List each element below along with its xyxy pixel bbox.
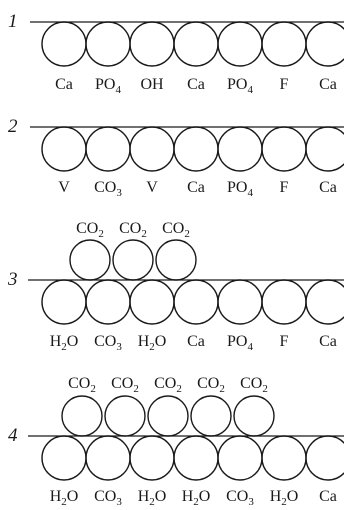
lattice-site	[41, 435, 87, 481]
lattice-label: V	[58, 179, 70, 196]
lattice-label: H2O	[50, 488, 79, 508]
lattice-label: H2O	[270, 488, 299, 508]
adsorbed-molecule	[147, 395, 189, 437]
adsorbed-molecule	[190, 395, 232, 437]
adsorbed-label: CO2	[162, 220, 190, 240]
lattice-label: Ca	[319, 179, 337, 196]
lattice-site	[305, 21, 344, 67]
adsorbed-label: CO2	[197, 375, 225, 395]
lattice-site	[129, 21, 175, 67]
adsorbed-label: CO2	[119, 220, 147, 240]
adsorbed-molecule	[104, 395, 146, 437]
lattice-site	[217, 435, 263, 481]
adsorbed-molecule	[61, 395, 103, 437]
lattice-site	[85, 126, 131, 172]
lattice-label: Ca	[187, 333, 205, 350]
lattice-label: F	[280, 76, 289, 93]
lattice-site	[129, 435, 175, 481]
lattice-site	[85, 435, 131, 481]
lattice-site	[217, 21, 263, 67]
adsorbed-label: CO2	[68, 375, 96, 395]
lattice-site	[173, 126, 219, 172]
lattice-label: Ca	[187, 76, 205, 93]
lattice-label: CO3	[226, 488, 254, 508]
lattice-label: CO3	[94, 488, 122, 508]
lattice-label: CO3	[94, 179, 122, 199]
lattice-label: V	[146, 179, 158, 196]
lattice-site	[41, 279, 87, 325]
lattice-site	[261, 21, 307, 67]
lattice-site	[85, 21, 131, 67]
lattice-label: Ca	[319, 488, 337, 505]
lattice-site	[85, 279, 131, 325]
lattice-site	[305, 435, 344, 481]
lattice-label: Ca	[55, 76, 73, 93]
lattice-site	[173, 21, 219, 67]
adsorbed-molecule	[233, 395, 275, 437]
lattice-label: H2O	[50, 333, 79, 353]
lattice-site	[261, 435, 307, 481]
row-2: 2V CO3 V Ca PO4 F Ca	[8, 116, 344, 199]
adsorbed-label: CO2	[111, 375, 139, 395]
lattice-site	[305, 279, 344, 325]
lattice-label: PO4	[227, 76, 253, 96]
lattice-label: Ca	[319, 76, 337, 93]
lattice-label: F	[280, 179, 289, 196]
adsorbed-molecule	[155, 239, 197, 281]
adsorbed-molecule	[112, 239, 154, 281]
adsorbed-molecule	[69, 239, 111, 281]
lattice-label: Ca	[187, 179, 205, 196]
row-number: 3	[7, 269, 18, 290]
row-number: 1	[8, 11, 18, 32]
lattice-label: H2O	[182, 488, 211, 508]
lattice-label: PO4	[227, 179, 253, 199]
lattice-site	[261, 279, 307, 325]
lattice-label: F	[280, 333, 289, 350]
lattice-site	[129, 126, 175, 172]
adsorbed-label: CO2	[76, 220, 104, 240]
row-1: 1Ca PO4 OH Ca PO4 F Ca	[8, 11, 344, 96]
lattice-site	[129, 279, 175, 325]
lattice-site	[173, 279, 219, 325]
row-number: 4	[8, 425, 18, 446]
lattice-label: PO4	[95, 76, 121, 96]
lattice-site	[305, 126, 344, 172]
lattice-site	[41, 21, 87, 67]
lattice-site	[261, 126, 307, 172]
row-number: 2	[8, 116, 18, 137]
lattice-site	[217, 279, 263, 325]
lattice-label: OH	[140, 76, 164, 93]
lattice-label: Ca	[319, 333, 337, 350]
adsorbed-label: CO2	[154, 375, 182, 395]
lattice-site	[41, 126, 87, 172]
adsorbed-label: CO2	[240, 375, 268, 395]
lattice-site	[217, 126, 263, 172]
lattice-label: H2O	[138, 488, 167, 508]
lattice-label: CO3	[94, 333, 122, 353]
lattice-label: H2O	[138, 333, 167, 353]
lattice-label: PO4	[227, 333, 253, 353]
lattice-site	[173, 435, 219, 481]
